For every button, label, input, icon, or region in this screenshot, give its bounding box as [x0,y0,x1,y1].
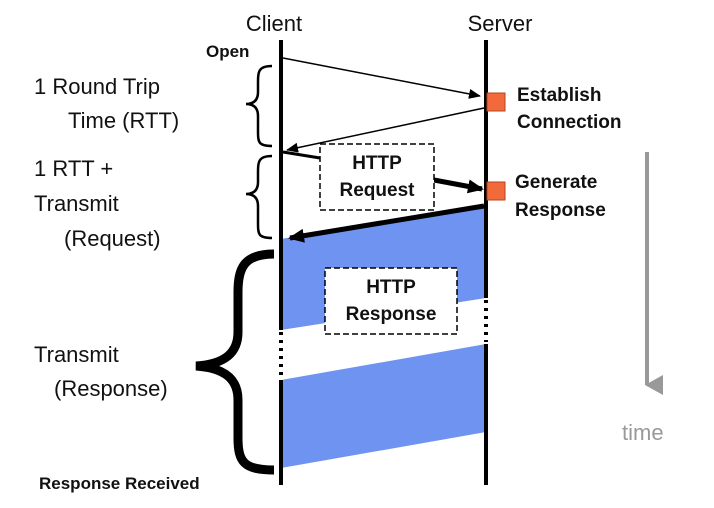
http-request-label-1: HTTP [352,153,402,174]
rtt-label-1: 1 Round Trip [34,74,160,99]
rtt-brace [245,64,273,148]
ack-line [282,150,321,160]
request-arrow [433,177,484,194]
establish-label-2: Connection [517,112,622,133]
response-received-label: Response Received [39,474,200,493]
response-arrow [288,203,485,243]
http-request-box [319,143,435,211]
generate-marker [486,181,506,201]
response-brace [195,249,275,475]
http-request-label-2: Request [340,180,416,201]
request-brace [245,154,273,240]
http-response-label-2: Response [346,304,437,325]
request-label-3: (Request) [64,226,161,251]
response-band-lower [281,344,486,468]
http-response-label-1: HTTP [366,277,416,298]
request-label-2: Transmit [34,191,119,216]
generate-label-1: Generate [515,172,597,193]
generate-label-2: Response [515,200,606,221]
open-label: Open [206,42,249,61]
response-label-1: Transmit [34,342,119,367]
synack-arrow [286,107,485,153]
rtt-label-2: Time (RTT) [68,108,179,133]
response-label-2: (Response) [54,376,168,401]
time-label: time [622,420,664,445]
http-response-box [324,267,458,335]
server-header: Server [468,11,533,36]
request-label-1: 1 RTT + [34,156,113,181]
establish-marker [486,92,506,112]
syn-arrow [282,57,481,99]
establish-label-1: Establish [517,85,601,106]
client-header: Client [246,11,302,36]
